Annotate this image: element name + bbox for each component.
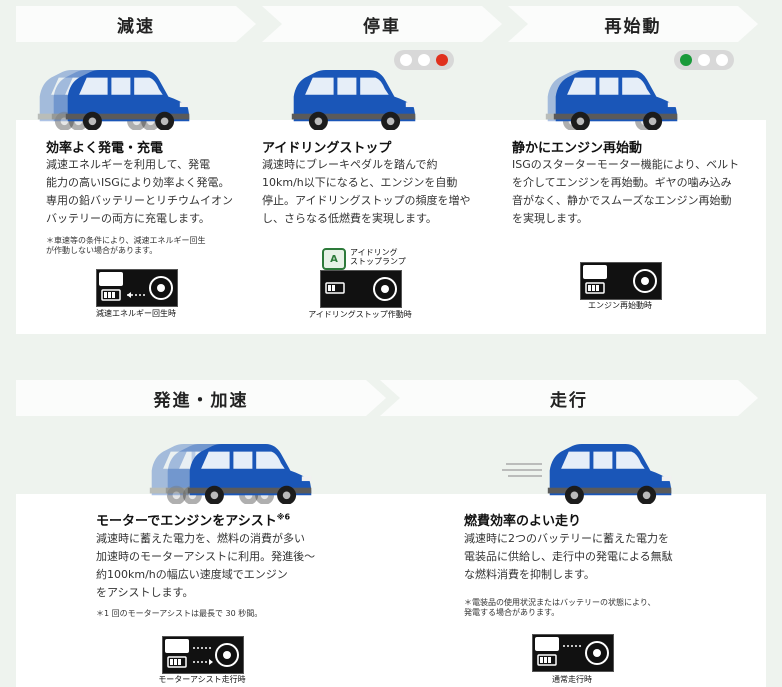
- car-illustration: [37, 70, 190, 130]
- engine-restart-indicator-icon: [580, 262, 662, 300]
- caption-deceleration: 減速エネルギー回生時: [96, 309, 176, 318]
- normal-driving-indicator-icon: [532, 634, 614, 672]
- section-title-stop: アイドリングストップ: [262, 141, 392, 156]
- section-title-deceleration: 効率よく発電・充電: [46, 141, 164, 156]
- bottom-panel: [16, 494, 766, 687]
- section-note-cruise: ＊電装品の使用状況またはバッテリーの状態により、 発電する場合があります。: [464, 598, 656, 617]
- stage-arrow-accelerate: 発進・加速: [16, 380, 386, 416]
- caption-restart: エンジン再始動時: [588, 301, 652, 310]
- section-body-accelerate: 減速時に蓄えた電力を、燃料の消費が多い 加速時のモーターアシストに利用。発進後～…: [96, 532, 316, 599]
- car-icon: [65, 70, 190, 130]
- stage-label: 発進・加速: [153, 390, 249, 411]
- car-illustration: [545, 70, 678, 130]
- regen-indicator-icon: [96, 269, 178, 307]
- stage-arrow-deceleration: 減速: [16, 6, 256, 42]
- section-note-deceleration: ＊車速等の条件により、減速エネルギー回生 が作動しない場合があります。: [46, 236, 206, 255]
- stage-arrow-cruise: 走行: [380, 380, 758, 416]
- car-icon: [553, 70, 678, 130]
- section-body-stop: 減速時にブレーキペダルを踏んで約 10km/h以下になると、エンジンを自動 停止…: [262, 158, 471, 225]
- speed-lines-icon: [502, 463, 542, 477]
- section-body-deceleration: 減速エネルギーを利用して、発電 能力の高いISGにより効率よく発電。 専用の鉛バ…: [46, 158, 233, 225]
- stage-label: 減速: [117, 16, 155, 37]
- section-title-restart: 静かにエンジン再始動: [512, 141, 643, 156]
- stage-arrow-restart: 再始動: [508, 6, 758, 42]
- caption-cruise: 通常走行時: [552, 675, 592, 684]
- stage-label: 停車: [363, 16, 401, 37]
- section-note-accelerate: ＊1 回のモーターアシストは最長で 30 秒間。: [96, 609, 263, 618]
- car-illustration: [149, 444, 312, 504]
- car-icon: [547, 444, 672, 504]
- idling-stop-lamp-label: アイドリング ストップランプ: [350, 248, 406, 266]
- caption-accelerate: モーターアシスト走行時: [158, 675, 246, 684]
- stage-label: 走行: [550, 390, 588, 411]
- idling-stop-lamp-icon: A: [322, 248, 346, 270]
- car-icon: [187, 444, 312, 504]
- caption-stop: アイドリングストップ作動時: [308, 310, 412, 319]
- idling-stop-indicator-icon: [320, 270, 402, 308]
- section-body-cruise: 減速時に2つのバッテリーに蓄えた電力を 電装品に供給し、走行中の発電による無駄 …: [464, 532, 673, 581]
- stage-label: 再始動: [604, 16, 662, 37]
- footnote-marker: ※6: [276, 512, 291, 522]
- section-body-restart: ISGのスターターモーター機能により、ベルト を介してエンジンを再始動。ギヤの噛…: [512, 158, 740, 225]
- section-title-accelerate: モーターでエンジンをアシスト※6: [96, 512, 291, 529]
- traffic-light-green-icon: [674, 50, 734, 70]
- traffic-light-red-icon: [394, 50, 454, 70]
- stage-arrow-stop: 停車: [262, 6, 502, 42]
- section-title-cruise: 燃費効率のよい走り: [464, 514, 582, 529]
- motor-assist-indicator-icon: [162, 636, 244, 674]
- car-icon: [291, 70, 416, 130]
